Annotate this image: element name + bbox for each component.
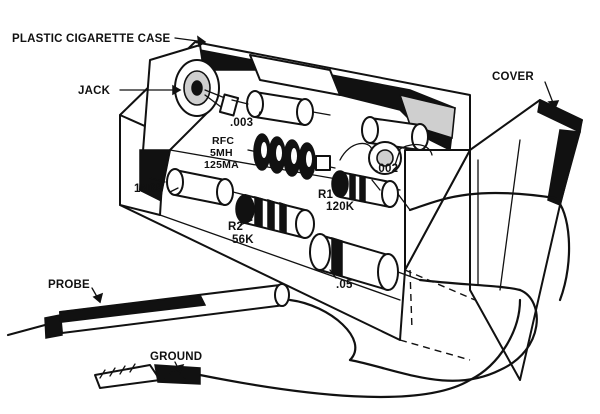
label-r2-line2: 56K — [232, 234, 254, 246]
leader-lines — [91, 35, 560, 374]
label-capacitor-05: .05 — [336, 279, 353, 291]
resistor-r1 — [331, 170, 411, 211]
label-probe: PROBE — [48, 279, 90, 291]
label-ground: GROUND — [150, 351, 202, 363]
label-rfc-line3: 125MA — [204, 159, 239, 171]
capacitor-003 — [231, 90, 331, 126]
wiring — [198, 191, 571, 399]
label-plastic-cigarette-case: PLASTIC CIGARETTE CASE — [12, 33, 171, 45]
capacitor-05 — [309, 233, 421, 291]
label-rfc-line2: 5MH — [210, 147, 233, 159]
label-diode-1n68: 1N68 — [134, 183, 163, 195]
label-rfc-line1: RFC — [212, 135, 234, 147]
cover-box — [469, 98, 583, 381]
label-r1-line1: R1 — [318, 189, 334, 201]
rf-choke-coil — [247, 133, 336, 180]
ground-clip — [94, 363, 201, 389]
diode-1n68 — [149, 168, 246, 206]
label-capacitor-003: .003 — [230, 117, 253, 129]
label-r1-line2: 120K — [326, 201, 355, 213]
resistor-r2 — [235, 194, 315, 239]
jack-component — [174, 59, 240, 117]
label-cover: COVER — [492, 71, 534, 83]
label-capacitor-002: .002 — [375, 163, 398, 175]
labels: PLASTIC CIGARETTE CASE JACK COVER .003 R… — [12, 33, 534, 363]
label-jack: JACK — [78, 85, 111, 97]
capacitor-002 — [339, 141, 433, 175]
probe — [6, 283, 290, 339]
label-r2-line1: R2 — [228, 221, 243, 233]
